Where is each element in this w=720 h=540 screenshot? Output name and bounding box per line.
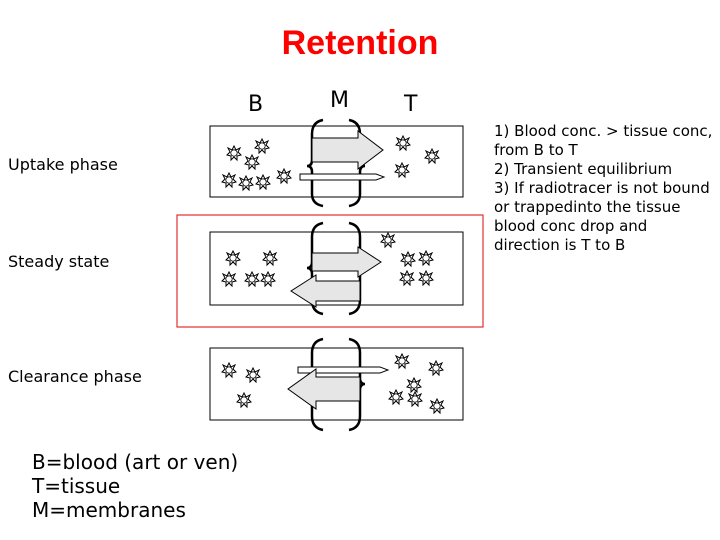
steady-state-highlight-box <box>176 214 484 328</box>
legend-item: M=membranes <box>32 498 186 522</box>
column-label-blood: B <box>248 92 264 117</box>
legend-item: B=blood (art or ven) <box>32 450 239 474</box>
clearance-panel <box>209 337 464 432</box>
flow-arrow-left <box>287 368 361 410</box>
membrane-right-curve <box>348 118 366 208</box>
phase-label-clearance: Clearance phase <box>8 367 142 386</box>
phase-label-uptake: Uptake phase <box>8 155 118 174</box>
flow-arrow-right <box>311 129 384 171</box>
legend-item: T=tissue <box>32 474 121 498</box>
flow-arrow-small <box>297 366 390 374</box>
note-item: 2) Transient equilibrium <box>494 160 673 178</box>
flow-arrow-left <box>290 274 361 308</box>
explanation-notes: 1) Blood conc. > tissue conc, from B to … <box>494 122 716 255</box>
legend: B=blood (art or ven) T=tissue M=membrane… <box>32 450 238 522</box>
membrane-left-curve <box>306 118 324 208</box>
page-title: Retention <box>281 24 439 62</box>
phase-label-steady: Steady state <box>8 252 110 271</box>
steady-state-panel <box>209 221 464 316</box>
flow-arrow-small <box>299 173 386 181</box>
note-item: 1) Blood conc. > tissue conc, from B to … <box>494 122 713 159</box>
column-label-membrane: M <box>330 88 349 113</box>
membrane-right-curve <box>348 337 366 432</box>
uptake-panel <box>209 118 464 208</box>
flow-arrow-right <box>311 246 382 278</box>
note-item: 3) If radiotracer is not bound or trappe… <box>494 179 710 254</box>
column-label-tissue: T <box>404 92 418 117</box>
